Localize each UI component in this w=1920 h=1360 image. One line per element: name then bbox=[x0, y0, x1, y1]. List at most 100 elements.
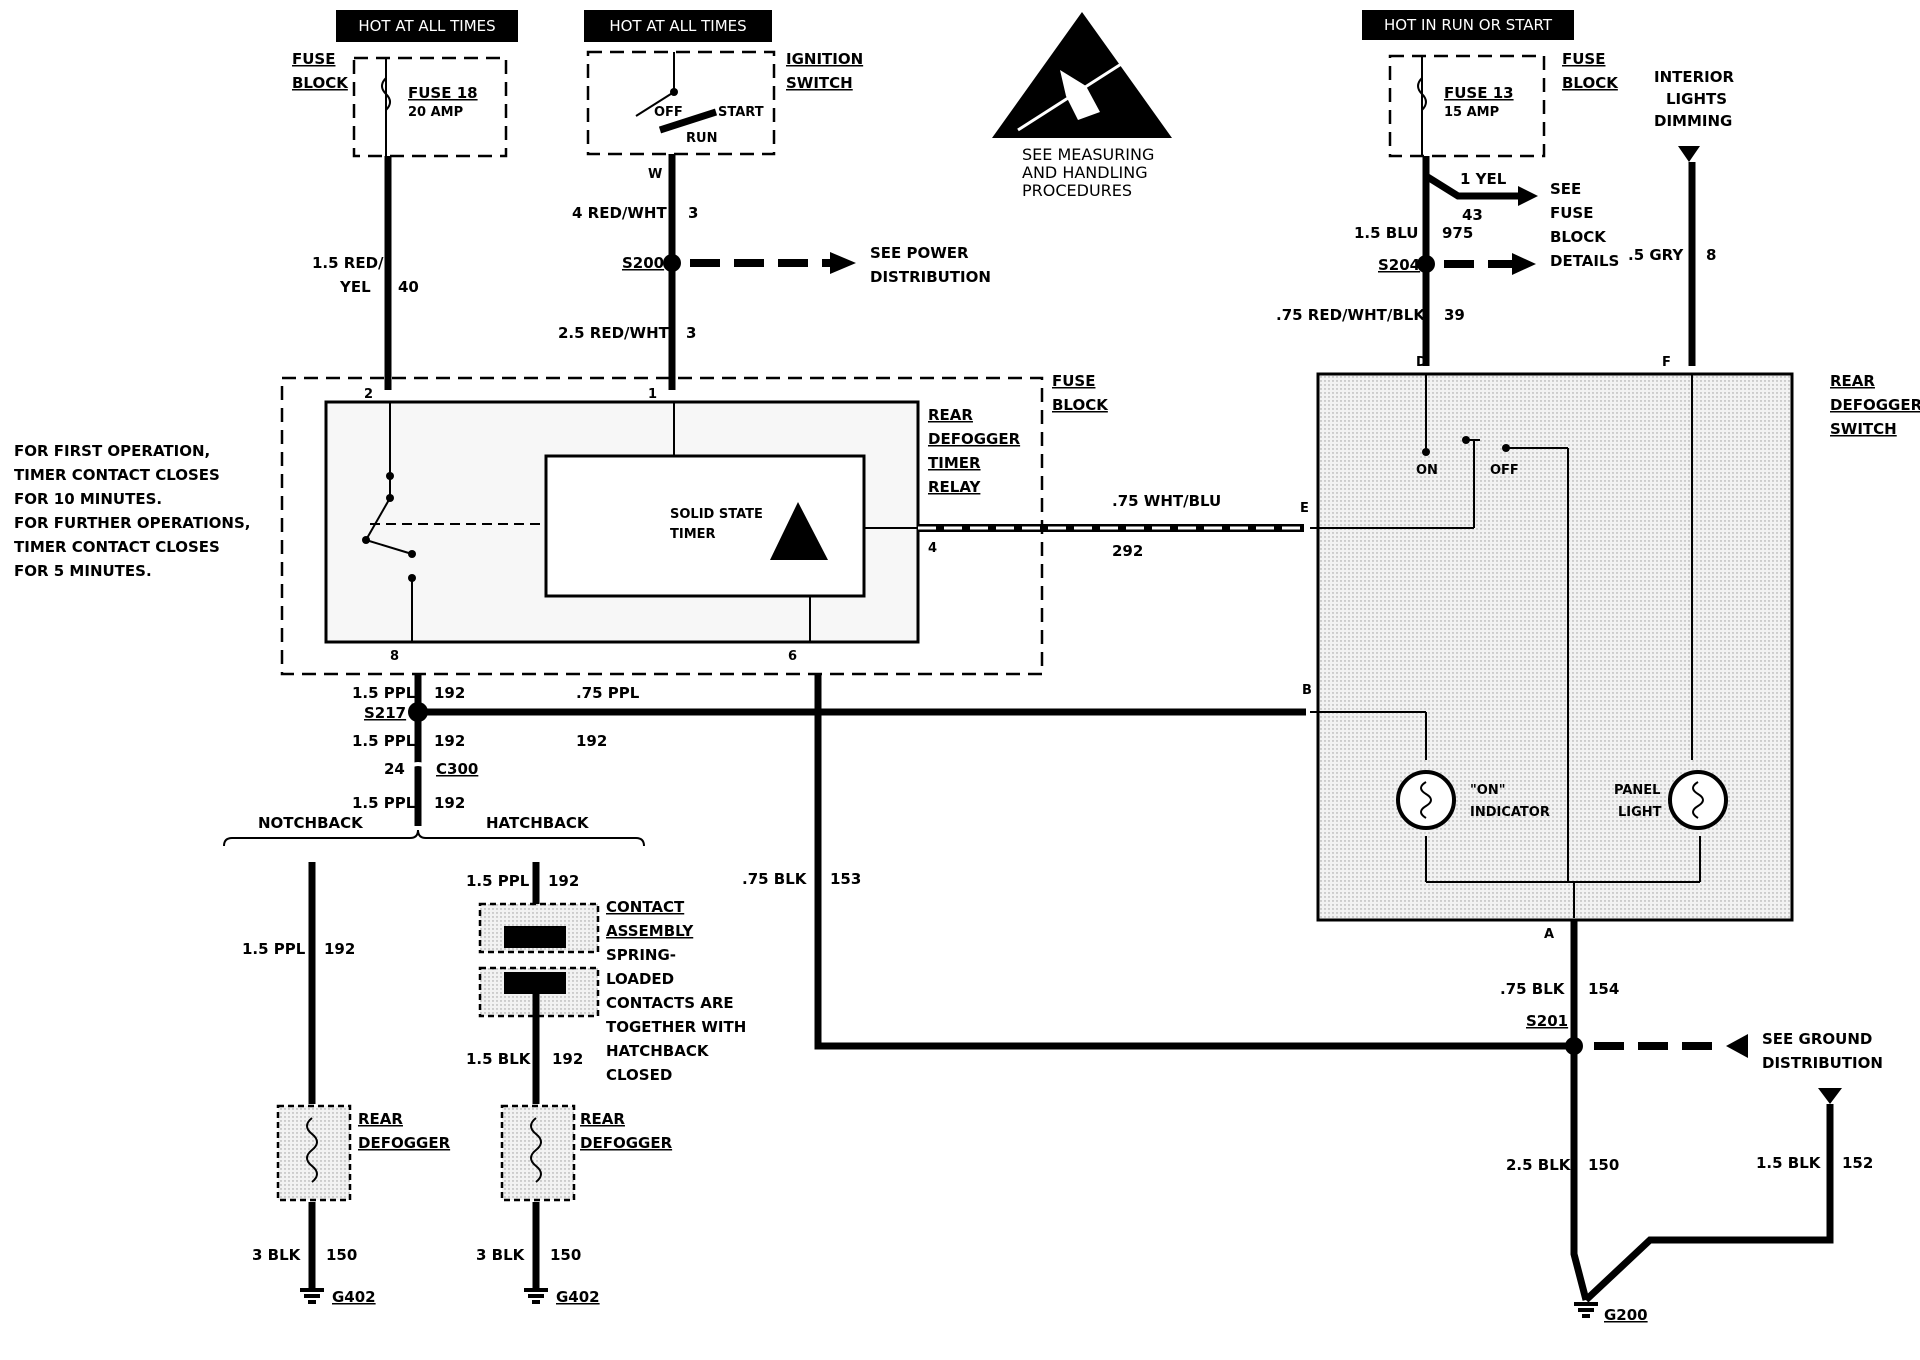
solid-state-timer-label-2: TIMER bbox=[670, 527, 716, 542]
svg-text:SPRING-: SPRING- bbox=[606, 946, 676, 964]
timer-relay-label-2: DEFOGGER bbox=[928, 430, 1021, 448]
wire-153: .75 BLK 153 bbox=[742, 674, 1574, 1050]
see-power-label-1: SEE POWER bbox=[870, 244, 969, 262]
relay-pin-6: 6 bbox=[788, 649, 797, 664]
header-hot-at-all-times-1: HOT AT ALL TIMES bbox=[336, 10, 518, 42]
svg-text:RUN: RUN bbox=[686, 131, 717, 146]
svg-text:1.5 PPL: 1.5 PPL bbox=[352, 684, 416, 702]
svg-text:.5 GRY: .5 GRY bbox=[1628, 246, 1684, 264]
svg-text:HOT AT ALL TIMES: HOT AT ALL TIMES bbox=[358, 17, 495, 35]
ignition-switch: OFF START RUN bbox=[586, 50, 776, 156]
svg-text:HOT AT ALL TIMES: HOT AT ALL TIMES bbox=[609, 17, 746, 35]
rear-defogger-switch-label-1: REAR bbox=[1830, 372, 1875, 390]
svg-text:150: 150 bbox=[326, 1246, 357, 1264]
rear-defogger-switch bbox=[1316, 372, 1794, 922]
hatchback-branch: 1.5 PPL 192 1.5 BLK 192 3 BLK 150 bbox=[466, 862, 600, 1288]
switch-pin-a: A bbox=[1544, 927, 1554, 942]
svg-text:CONTACTS ARE: CONTACTS ARE bbox=[606, 994, 734, 1012]
interior-lights-label-3: DIMMING bbox=[1654, 112, 1732, 130]
fuse-block-label-3b: BLOCK bbox=[1052, 396, 1109, 414]
variant-brace bbox=[223, 829, 645, 847]
wire-292: .75 WHT/BLU 292 bbox=[918, 492, 1304, 560]
svg-text:150: 150 bbox=[1588, 1156, 1619, 1174]
svg-text:2.5 RED/WHT: 2.5 RED/WHT bbox=[558, 324, 670, 342]
esd-warning-icon bbox=[992, 12, 1172, 138]
fuse-block-label-1b: BLOCK bbox=[292, 74, 349, 92]
svg-text:CONTACT: CONTACT bbox=[606, 898, 685, 916]
contact-assembly-note: CONTACT ASSEMBLY SPRING- LOADED CONTACTS… bbox=[606, 898, 746, 1084]
wire-43: 1 YEL 43 bbox=[1424, 170, 1538, 224]
panel-light-lamp bbox=[1668, 770, 1728, 830]
svg-text:START: START bbox=[718, 105, 764, 120]
svg-text:YEL: YEL bbox=[339, 278, 371, 296]
timer-relay-label-4: RELAY bbox=[928, 478, 982, 496]
svg-text:152: 152 bbox=[1842, 1154, 1873, 1172]
on-indicator-label-1: "ON" bbox=[1470, 783, 1505, 798]
svg-text:39: 39 bbox=[1444, 306, 1465, 324]
svg-text:192: 192 bbox=[324, 940, 355, 958]
svg-text:.75 PPL: .75 PPL bbox=[576, 684, 640, 702]
wire-150: 2.5 BLK 150 bbox=[1506, 1046, 1619, 1301]
svg-text:292: 292 bbox=[1112, 542, 1143, 560]
rear-defogger-right-label-1: REAR bbox=[580, 1110, 625, 1128]
rear-defogger-right-label-2: DEFOGGER bbox=[580, 1134, 673, 1152]
connector-c300: C300 bbox=[406, 760, 478, 778]
switch-pin-e: E bbox=[1300, 501, 1309, 516]
svg-text:FOR 5 MINUTES.: FOR 5 MINUTES. bbox=[14, 562, 152, 580]
svg-text:FUSE 13: FUSE 13 bbox=[1444, 84, 1514, 102]
interior-lights-label-2: LIGHTS bbox=[1666, 90, 1727, 108]
svg-text:3: 3 bbox=[688, 204, 698, 222]
timer-note: FOR FIRST OPERATION, TIMER CONTACT CLOSE… bbox=[14, 442, 250, 580]
ground-g402-right: G402 bbox=[524, 1288, 600, 1306]
svg-text:1.5 BLK: 1.5 BLK bbox=[1756, 1154, 1822, 1172]
switch-pin-f: F bbox=[1662, 355, 1671, 370]
svg-text:192: 192 bbox=[576, 732, 607, 750]
svg-text:HOT IN RUN OR START: HOT IN RUN OR START bbox=[1384, 16, 1553, 34]
splice-s217: S217 bbox=[364, 702, 428, 722]
wire-8: .5 GRY 8 bbox=[1628, 162, 1716, 366]
fuse-block-label-2b: BLOCK bbox=[1562, 74, 1619, 92]
wire-192: 1.5 PPL 192 .75 PPL 192 1.5 PPL 192 24 1… bbox=[352, 674, 1306, 826]
svg-text:.75 BLK: .75 BLK bbox=[1500, 980, 1566, 998]
see-power-label-2: DISTRIBUTION bbox=[870, 268, 991, 286]
hatchback-label: HATCHBACK bbox=[486, 814, 590, 832]
ignition-switch-label: IGNITION bbox=[786, 50, 863, 68]
switch-internal-wiring bbox=[1310, 374, 1701, 918]
svg-text:43: 43 bbox=[1462, 206, 1483, 224]
svg-text:1.5 BLU: 1.5 BLU bbox=[1354, 224, 1418, 242]
svg-text:FOR FIRST OPERATION,: FOR FIRST OPERATION, bbox=[14, 442, 210, 460]
wire-3: 4 RED/WHT 3 2.5 RED/WHT 3 bbox=[558, 154, 698, 390]
switch-pin-d: D bbox=[1416, 355, 1427, 370]
header-hot-in-run-or-start: HOT IN RUN OR START bbox=[1362, 10, 1574, 40]
timer-relay-label-3: TIMER bbox=[928, 454, 981, 472]
svg-text:FOR FURTHER OPERATIONS,: FOR FURTHER OPERATIONS, bbox=[14, 514, 250, 532]
svg-text:.75 RED/WHT/BLK: .75 RED/WHT/BLK bbox=[1276, 306, 1426, 324]
panel-light-label-1: PANEL bbox=[1614, 783, 1660, 798]
panel-light-label-2: LIGHT bbox=[1618, 805, 1662, 820]
svg-text:TOGETHER WITH: TOGETHER WITH bbox=[606, 1018, 746, 1036]
svg-text:S204: S204 bbox=[1378, 256, 1420, 274]
svg-text:8: 8 bbox=[1706, 246, 1716, 264]
fuse-18: FUSE 18 20 AMP bbox=[352, 56, 508, 158]
rear-defogger-switch-label-2: DEFOGGER bbox=[1830, 396, 1920, 414]
see-ground-label-1: SEE GROUND bbox=[1762, 1030, 1872, 1048]
fuse-block-label-3: FUSE bbox=[1052, 372, 1095, 390]
svg-text:154: 154 bbox=[1588, 980, 1619, 998]
relay-pin-8: 8 bbox=[390, 649, 399, 664]
esd-note-2: AND HANDLING bbox=[1022, 163, 1148, 182]
see-fuse-label-3: BLOCK bbox=[1550, 228, 1607, 246]
splice-s200: S200 bbox=[622, 252, 856, 274]
see-fuse-label-4: DETAILS bbox=[1550, 252, 1619, 270]
svg-text:3 BLK: 3 BLK bbox=[252, 1246, 302, 1264]
svg-text:G200: G200 bbox=[1604, 1306, 1648, 1324]
timer-relay-label-1: REAR bbox=[928, 406, 973, 424]
on-indicator-lamp bbox=[1396, 770, 1456, 830]
svg-text:1.5 PPL: 1.5 PPL bbox=[242, 940, 306, 958]
see-fuse-label-1: SEE bbox=[1550, 180, 1581, 198]
interior-lights-label-1: INTERIOR bbox=[1654, 68, 1734, 86]
splice-s201: S201 bbox=[1526, 1012, 1748, 1058]
svg-text:CLOSED: CLOSED bbox=[606, 1066, 672, 1084]
svg-text:3: 3 bbox=[686, 324, 696, 342]
svg-text:1.5 PPL: 1.5 PPL bbox=[466, 872, 530, 890]
see-ground-label-2: DISTRIBUTION bbox=[1762, 1054, 1883, 1072]
